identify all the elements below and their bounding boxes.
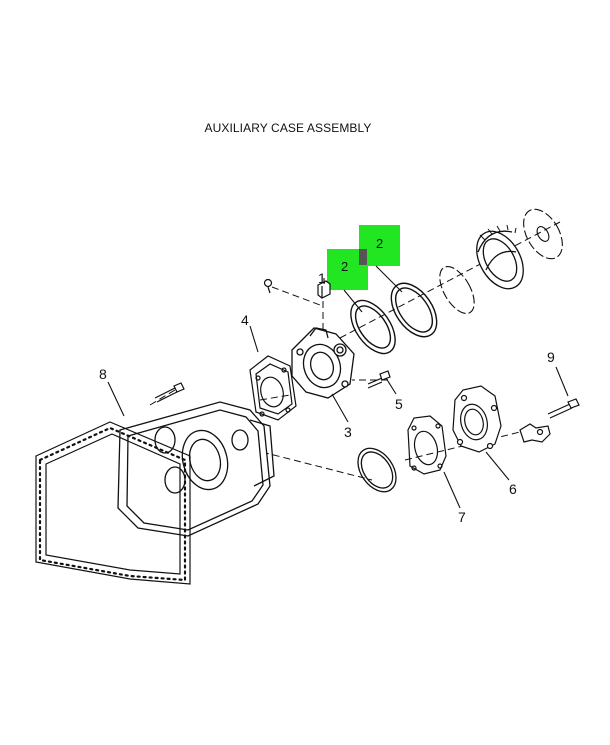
thrust-washer-dashed [523, 208, 563, 260]
highlight-overlap-marker [359, 249, 367, 265]
callout-9: 9 [547, 349, 555, 365]
part-1-fitting [317, 280, 331, 299]
callout-8: 8 [99, 366, 107, 382]
mounting-bracket [519, 423, 551, 443]
diagram-title: AUXILIARY CASE ASSEMBLY [204, 121, 372, 135]
part-2-seal-ring-outer [390, 282, 438, 338]
callout-5: 5 [395, 396, 403, 412]
o-ring-lower [357, 447, 397, 493]
part-4-gasket [249, 355, 297, 421]
part-8-auxiliary-case [117, 401, 275, 537]
callout-7: 7 [458, 509, 466, 525]
small-screw [263, 278, 273, 294]
part-7-gasket [407, 415, 447, 475]
part-9-bolt [547, 398, 580, 419]
callout-3: 3 [344, 424, 352, 440]
callout-2-label-upper: 2 [376, 236, 383, 251]
part-6-cover-plate [452, 385, 502, 453]
snap-ring-dashed [439, 266, 475, 314]
callout-6: 6 [509, 481, 517, 497]
callout-4: 4 [241, 312, 249, 328]
part-3-housing [291, 327, 355, 399]
part-2-seal-ring-inner [350, 299, 396, 355]
part-8-gasket [35, 421, 191, 585]
part-5-bolt [367, 370, 391, 389]
gear-bearing [476, 224, 524, 290]
callout-leader-lines [107, 265, 569, 509]
callout-2-label-lower: 2 [341, 259, 348, 274]
case-bolt [154, 382, 185, 403]
callout-1: 1 [318, 270, 326, 286]
